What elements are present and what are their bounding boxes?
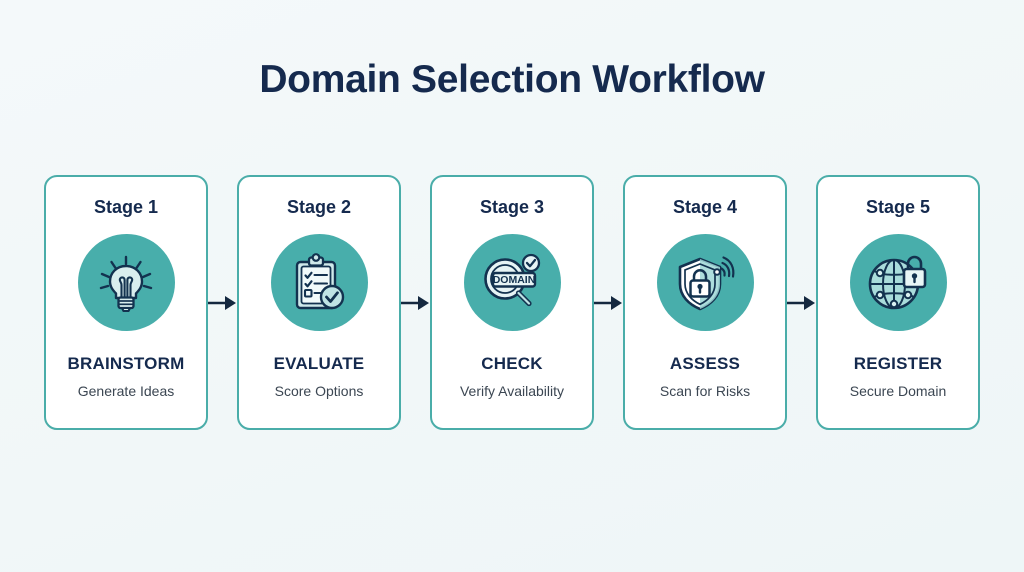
stage-card-1[interactable]: Stage 1 — [44, 175, 208, 430]
stage-description: Scan for Risks — [659, 383, 751, 399]
stage-icon-badge: DOMAIN — [463, 234, 561, 331]
stage-number-label: Stage 5 — [865, 197, 931, 217]
stage-description: Verify Availability — [459, 383, 564, 399]
stage-flow: Stage 1 — [44, 175, 980, 430]
stage-icon-badge — [77, 234, 175, 331]
stage-number-label: Stage 2 — [286, 197, 352, 217]
stage-card-4[interactable]: Stage 4 — [623, 175, 787, 430]
stage-card-2[interactable]: Stage 2 — [237, 175, 401, 430]
stage-number-label: Stage 3 — [479, 197, 545, 217]
stage-action-label: REGISTER — [853, 354, 943, 373]
stage-action-label: CHECK — [481, 354, 543, 373]
stage-description: Generate Ideas — [77, 383, 175, 399]
arrow-right-icon — [401, 293, 430, 313]
connector-arrow-1 — [208, 175, 237, 430]
clipboard-check-icon — [288, 252, 350, 314]
connector-arrow-2 — [401, 175, 430, 430]
lightbulb-icon — [95, 252, 157, 314]
stage-number-label: Stage 1 — [93, 197, 159, 217]
connector-arrow-4 — [787, 175, 816, 430]
stage-icon-badge — [270, 234, 368, 331]
arrow-right-icon — [594, 293, 623, 313]
magnifier-domain-icon: DOMAIN — [479, 252, 545, 314]
stage-action-label: EVALUATE — [273, 354, 365, 373]
stage-icon-badge — [656, 234, 754, 331]
arrow-right-icon — [787, 293, 816, 313]
stage-number-label: Stage 4 — [672, 197, 738, 217]
connector-arrow-3 — [594, 175, 623, 430]
stage-card-5[interactable]: Stage 5 — [816, 175, 980, 430]
magnifier-domain-text: DOMAIN — [493, 274, 536, 286]
shield-lock-signal-icon — [673, 252, 737, 314]
stage-description: Secure Domain — [849, 383, 947, 399]
globe-lock-icon — [866, 252, 930, 314]
stage-description: Score Options — [274, 383, 364, 399]
page-title: Domain Selection Workflow — [259, 58, 765, 101]
arrow-right-icon — [208, 293, 237, 313]
stage-action-label: ASSESS — [669, 354, 741, 373]
stage-action-label: BRAINSTORM — [67, 354, 185, 373]
stage-card-3[interactable]: Stage 3 DOMAIN CHECK Verify Ava — [430, 175, 594, 430]
stage-icon-badge — [849, 234, 947, 331]
